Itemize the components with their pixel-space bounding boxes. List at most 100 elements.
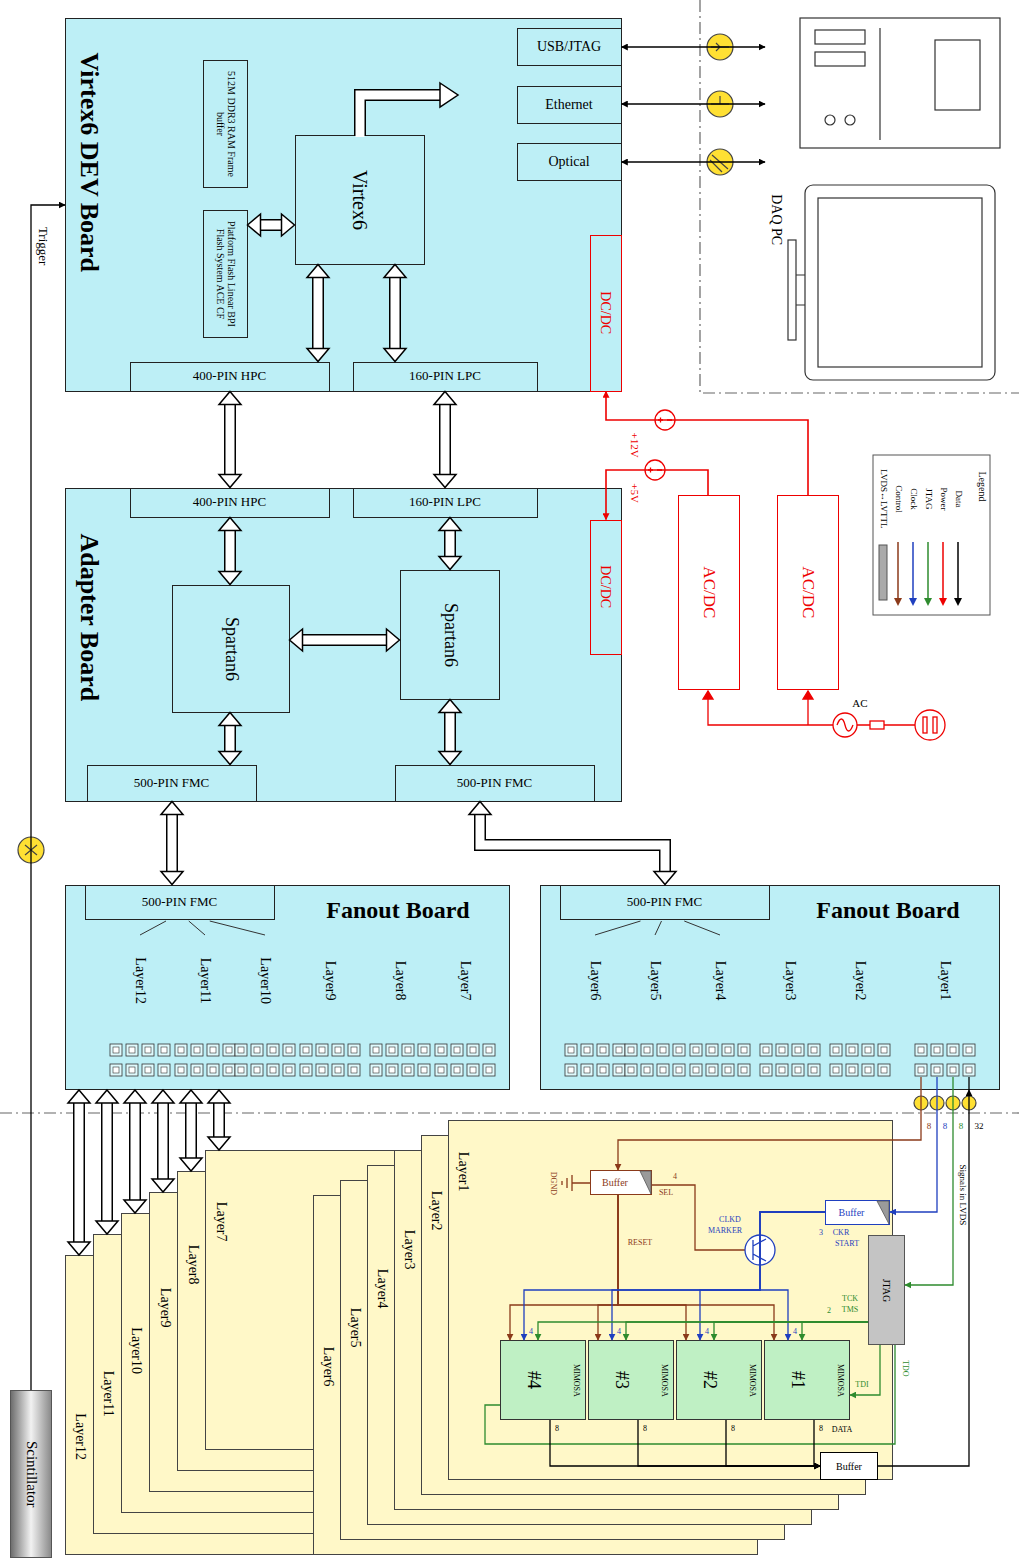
text-slot: DATA (826, 1425, 858, 1436)
pc-tower (815, 30, 865, 44)
node-text: USB/JTAG (537, 39, 601, 54)
annotation-label: Layer12 (132, 958, 147, 1005)
socket (300, 1064, 312, 1076)
legend-sample (912, 542, 914, 600)
text-slot: Layer2 (424, 1180, 448, 1242)
text-slot: +5V (628, 476, 642, 510)
legend-sample (894, 598, 902, 606)
text-slot: Fanout Board (784, 892, 992, 928)
ac-supply (837, 719, 853, 731)
signal-wire (618, 1195, 774, 1340)
socket (963, 1044, 975, 1056)
socket (405, 1047, 411, 1053)
socket (235, 1064, 247, 1076)
annotation-label: Layer3 (782, 961, 797, 1001)
bus-arrow-head (469, 802, 491, 815)
annotation-label: Layer4 (712, 961, 727, 1001)
fanout-line (655, 921, 662, 935)
wire-path (598, 1195, 618, 1340)
text-slot: Buffer (591, 1171, 639, 1194)
socket (223, 1064, 235, 1076)
signal-wire (550, 1420, 820, 1466)
socket (865, 1047, 871, 1053)
bus-arrow-outline (444, 531, 456, 557)
wire-stub (920, 1077, 921, 1090)
socket (191, 1044, 203, 1056)
socket (725, 1067, 731, 1073)
node-text: Virtex6 (349, 170, 371, 230)
socket (405, 1067, 411, 1073)
pc-tower (825, 115, 835, 125)
ac-supply (803, 691, 813, 699)
edge-label: TDI (855, 1381, 868, 1390)
annotation-label: 4 (529, 1328, 533, 1337)
socket (402, 1044, 414, 1056)
bus-arrow-head (439, 752, 461, 765)
socket (795, 1067, 801, 1073)
signal-wire (612, 1212, 825, 1340)
node-text: Layer4 (374, 1269, 389, 1309)
legend-text: Control (893, 485, 903, 513)
socket (303, 1047, 309, 1053)
bus-connector (152, 1090, 174, 1192)
bus-arrow-head (124, 1200, 146, 1213)
socket (673, 1044, 685, 1056)
socket (722, 1044, 734, 1056)
legend-text: LVDS↔LVTTL (878, 469, 888, 528)
annotation-label: +5V (629, 483, 641, 503)
bus-arrow-outline (389, 278, 401, 349)
socket (779, 1047, 785, 1053)
annotation-label: 4 (673, 1173, 677, 1182)
socket (676, 1067, 682, 1073)
socket (389, 1067, 395, 1073)
text-slot: Virtex6 DEV Board (70, 27, 108, 297)
socket (161, 1047, 167, 1053)
bus-arrow-fill (75, 1103, 84, 1242)
socket (194, 1047, 200, 1053)
text-slot: Layer10 (124, 1320, 149, 1382)
socket (235, 1044, 247, 1056)
socket (319, 1067, 325, 1073)
annotation-label: 8 (959, 1122, 964, 1132)
wire-path (638, 1420, 820, 1466)
annotation-label: DATA (832, 1426, 853, 1435)
bus-arrow-outline (439, 405, 451, 475)
signal-wire (618, 1090, 921, 1170)
virtex-output-arrow (440, 83, 458, 107)
node-text: 160-PIN LPC (409, 369, 481, 383)
socket (584, 1047, 590, 1053)
control-wire (652, 1185, 745, 1250)
legend-sample (927, 542, 929, 600)
wire-path (760, 1212, 825, 1340)
socket (931, 1064, 943, 1076)
annotation-label: 8 (643, 1425, 647, 1434)
wire-path (618, 1090, 921, 1170)
bus-connector (219, 713, 241, 765)
socket (846, 1064, 858, 1076)
text-slot: Layer1 (936, 940, 954, 1022)
text-slot: 4 (614, 1327, 624, 1338)
annotation-label: +12V (629, 432, 641, 457)
socket (467, 1044, 479, 1056)
bus-connector (439, 700, 461, 765)
legend-sample (909, 598, 917, 606)
ac-supply (703, 691, 713, 699)
bus-arrow-outline (224, 405, 236, 475)
socket (600, 1067, 606, 1073)
socket (830, 1044, 842, 1056)
socket (251, 1044, 263, 1056)
bus-arrow-head (208, 1137, 230, 1150)
socket (763, 1047, 769, 1053)
connector-icon (18, 34, 976, 1110)
power-converter-box: DC/DC (590, 520, 622, 655)
text-slot: Power (936, 462, 950, 536)
node-text: DAQ PC (768, 195, 783, 246)
text-slot: Fanout Board (294, 892, 502, 928)
socket (581, 1064, 593, 1076)
text-slot: Layer3 (397, 1219, 421, 1281)
socket (386, 1064, 398, 1076)
text-slot: JTAG (921, 462, 935, 536)
annotation-label: Layer11 (197, 958, 212, 1004)
bus-arrow-head (307, 265, 329, 278)
socket (270, 1047, 276, 1053)
